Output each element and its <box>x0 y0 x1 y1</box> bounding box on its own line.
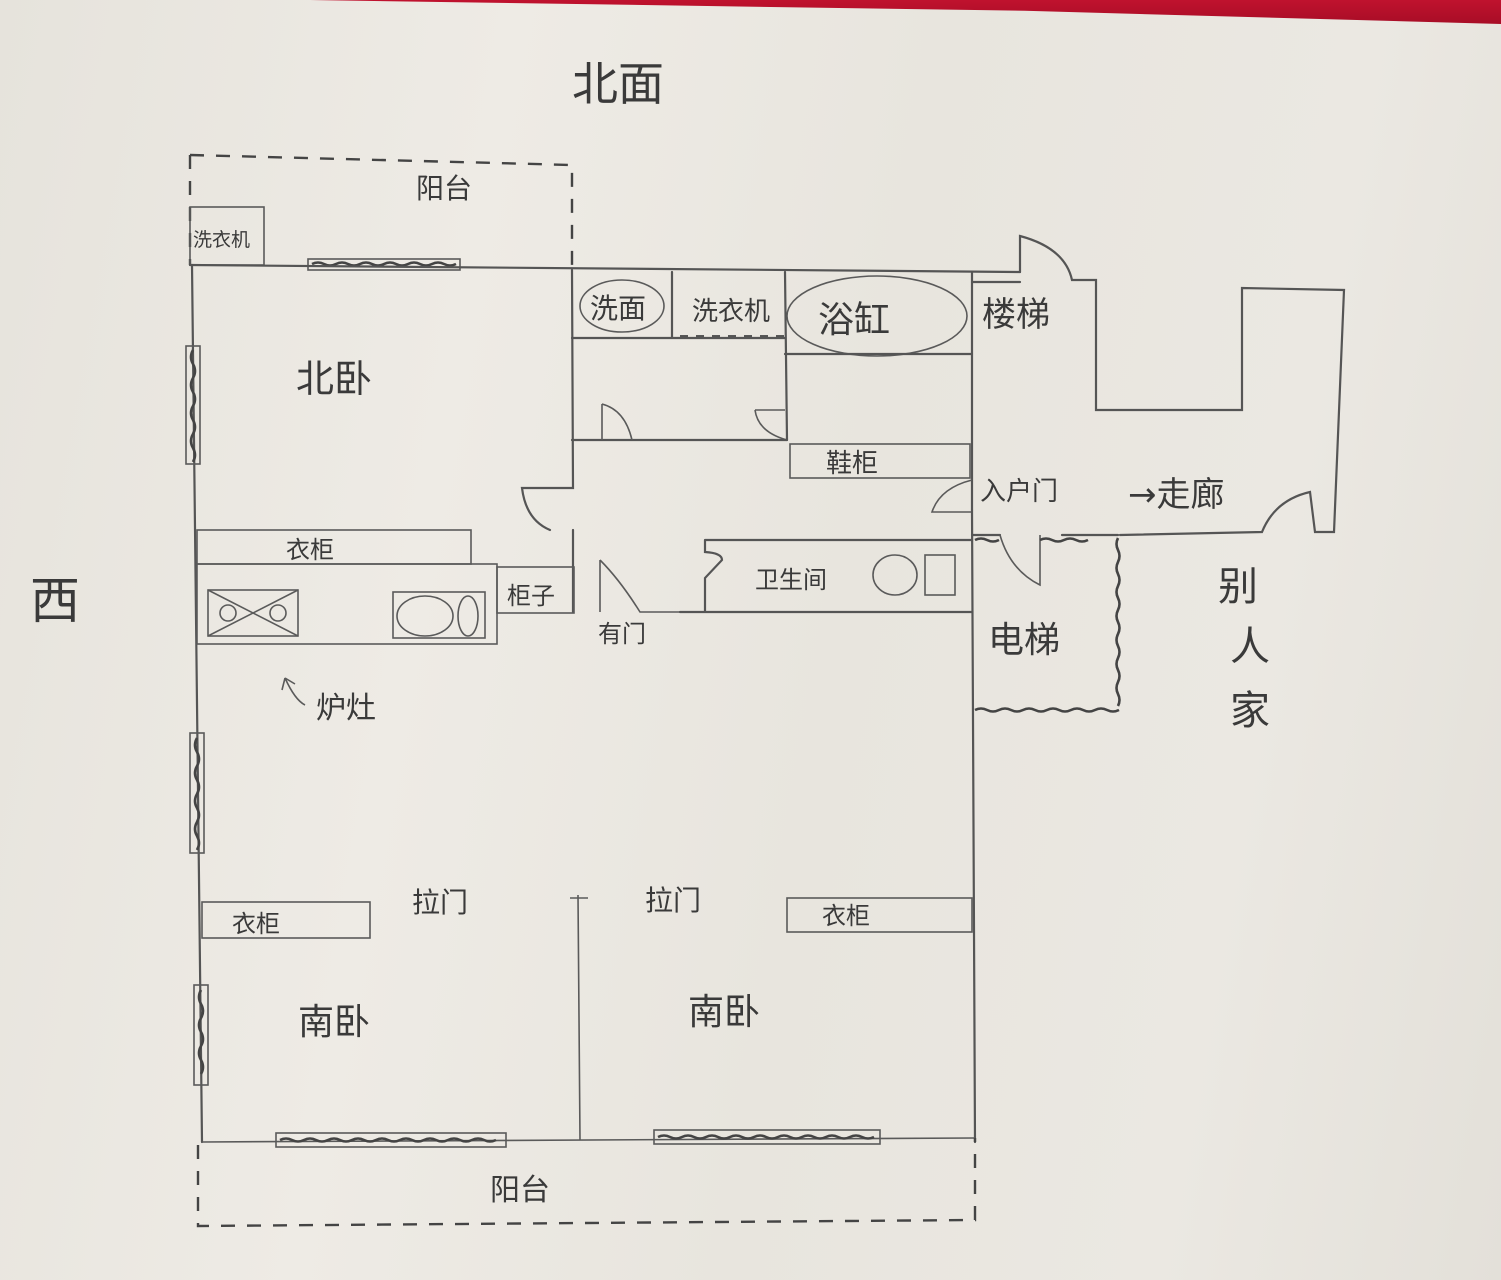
wardrobe-sw-box <box>201 901 371 939</box>
label-north-balcony: 阳台 <box>416 172 472 205</box>
north-balcony <box>188 153 574 268</box>
wardrobe-se-box <box>786 897 973 933</box>
label-cabinet: 柜子 <box>507 582 555 610</box>
compass-north: 北面 <box>572 57 664 111</box>
label-shoe-cabinet: 鞋柜 <box>826 449 878 479</box>
label-elevator: 电梯 <box>988 620 1060 661</box>
label-neighbor-2: 人 <box>1230 624 1270 670</box>
north-window <box>307 258 461 271</box>
cabinet-box <box>496 566 575 614</box>
label-entry-door: 入户门 <box>980 477 1058 507</box>
compass-west: 西 <box>30 572 80 630</box>
north-wall <box>188 263 1022 274</box>
west-window-2 <box>189 732 205 854</box>
bathtub-icon <box>786 275 968 357</box>
stove-icon <box>207 589 299 637</box>
label-neighbor-3: 家 <box>1230 688 1270 734</box>
label-north-washer: 洗衣机 <box>193 229 250 251</box>
wash-basin-icon <box>579 279 665 333</box>
label-north-bedroom: 北卧 <box>296 357 372 401</box>
label-stove: 炉灶 <box>316 691 376 726</box>
label-south-bedroom-2: 南卧 <box>688 992 760 1033</box>
kitchen-counter <box>196 563 498 645</box>
label-wardrobe-sw: 衣柜 <box>232 910 280 938</box>
west-window-3 <box>193 984 209 1086</box>
label-south-balcony: 阳台 <box>490 1173 550 1208</box>
toilet-tank-icon <box>924 554 956 596</box>
label-wash-basin: 洗面 <box>590 292 646 325</box>
south-window-1 <box>275 1132 507 1148</box>
wardrobe-north-box <box>196 529 472 565</box>
label-stairs: 楼梯 <box>982 295 1050 335</box>
label-neighbor-1: 别 <box>1218 564 1258 610</box>
label-sliding-door-1: 拉门 <box>412 886 468 919</box>
label-bathtub: 浴缸 <box>818 300 890 341</box>
shoe-cabinet-box <box>789 443 971 479</box>
south-balcony <box>196 1138 977 1228</box>
label-has-door: 有门 <box>598 620 646 648</box>
label-south-bedroom-1: 南卧 <box>298 1002 370 1043</box>
label-wardrobe-north: 衣柜 <box>286 536 334 564</box>
sink-icon <box>392 591 486 639</box>
label-corridor: →走廊 <box>1128 475 1225 515</box>
south-window-2 <box>653 1129 881 1145</box>
label-sliding-door-2: 拉门 <box>645 884 701 917</box>
west-window-1 <box>185 345 201 465</box>
label-washer: 洗衣机 <box>692 297 770 327</box>
label-wardrobe-se: 衣柜 <box>822 902 870 930</box>
toilet-icon <box>872 554 918 596</box>
label-toilet-room: 卫生间 <box>755 566 827 594</box>
